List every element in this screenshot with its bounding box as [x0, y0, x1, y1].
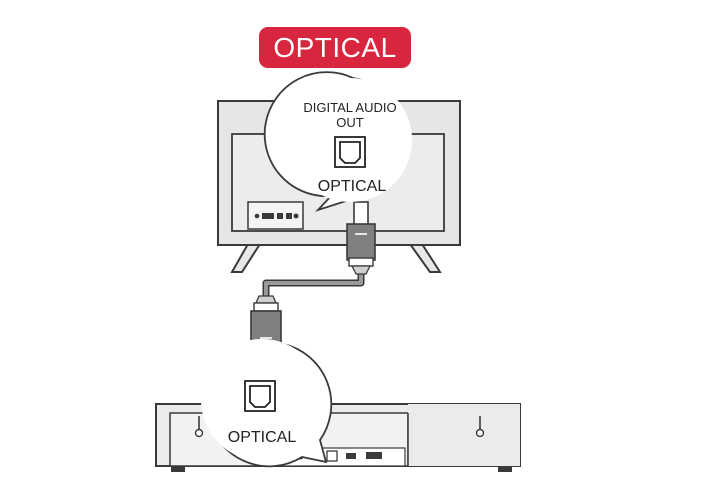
optical-port-icon	[334, 136, 366, 168]
usb-port-icon	[277, 213, 283, 219]
audio-jack-icon	[254, 213, 260, 219]
soundbar-foot-right	[498, 466, 512, 472]
tv-leg-right	[408, 243, 442, 273]
optical-port-icon	[244, 380, 276, 412]
soundbar-optical-label: OPTICAL	[228, 429, 297, 446]
soundbar-foot-left	[171, 466, 185, 472]
tv-optical-label: OPTICAL	[318, 178, 387, 195]
optical-port-icon	[326, 450, 338, 462]
mount-hole-icon	[475, 416, 485, 438]
hdmi-port-icon	[366, 452, 382, 459]
port-icon	[293, 213, 299, 219]
port-icon	[286, 213, 292, 219]
soundbar-callout: OPTICAL	[194, 339, 333, 468]
tv-callout: DIGITAL AUDIO OUT OPTICAL	[263, 71, 412, 212]
mount-hole-icon	[194, 416, 204, 438]
tv-cable-connector	[346, 201, 376, 275]
usb-port-icon	[346, 453, 356, 459]
soundbar-rear-panel-right	[408, 404, 520, 466]
hdmi-port-icon	[262, 213, 274, 219]
tv-callout-heading-line2: OUT	[336, 115, 364, 130]
tv-leg-left	[230, 243, 262, 273]
tv-callout-heading: DIGITAL AUDIO	[303, 100, 396, 115]
title-badge: OPTICAL	[259, 27, 411, 68]
